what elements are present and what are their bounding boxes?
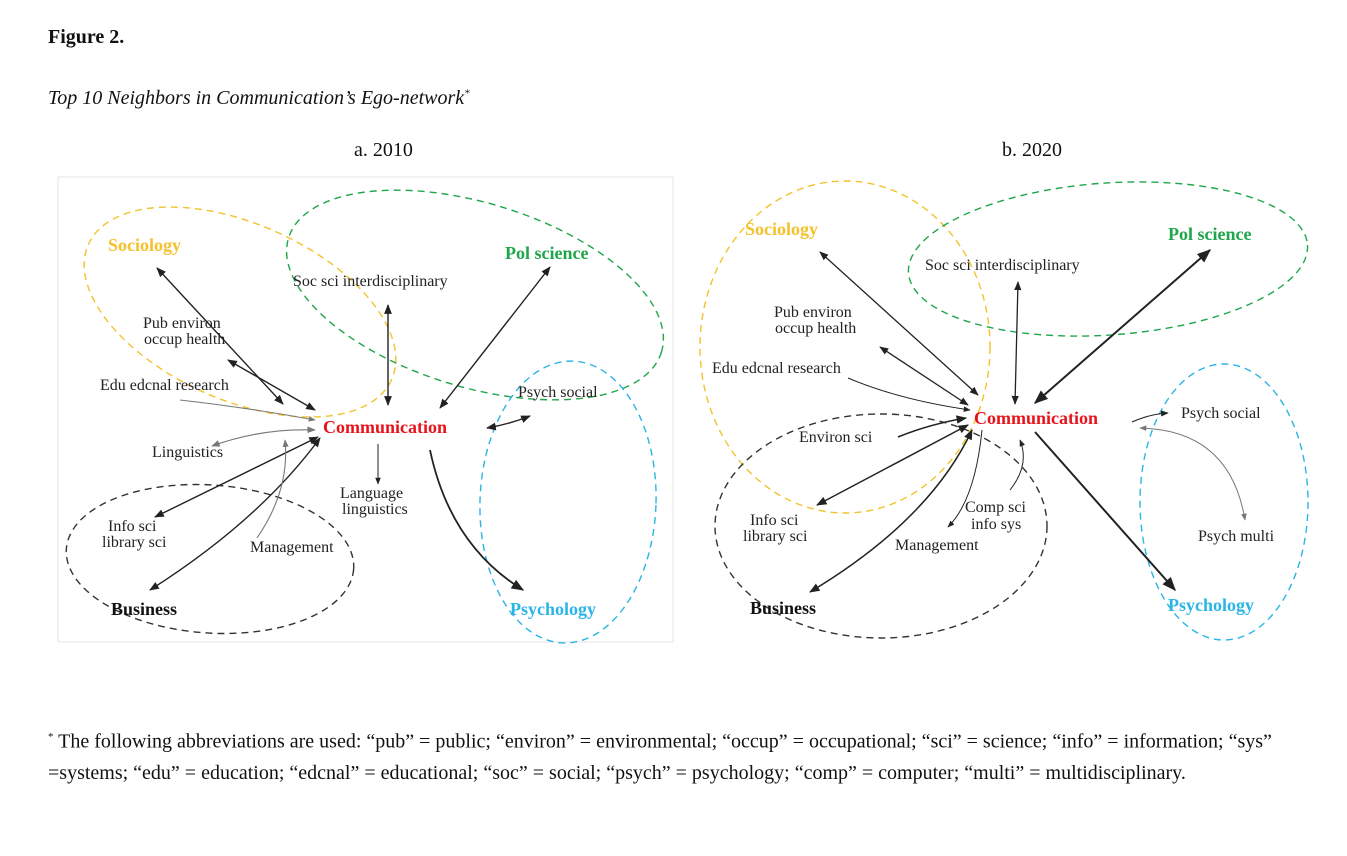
panel-b-title: b. 2020 [1002, 139, 1062, 161]
node-pub-environ-2020: Pub environ [774, 304, 852, 321]
ellipse-pol-science-2010 [285, 189, 665, 401]
ego-node-2020: Communication [974, 408, 1099, 428]
node-edu-2010: Edu edcnal research [100, 377, 229, 394]
edge-2020-psych-multi [1139, 425, 1247, 521]
edge-2010-pub-environ-occup-health [227, 359, 316, 411]
group-business-2010: Business [111, 599, 178, 619]
group-pol-science-2010: Pol science [505, 243, 589, 263]
edge-2020-soc-sci-interdisciplinary [1011, 281, 1022, 405]
node-environ-sci-2020: Environ sci [799, 429, 873, 446]
group-sociology-2020: Sociology [745, 219, 819, 239]
edge-2020-management [947, 429, 983, 528]
figure-label: Figure 2. [48, 26, 125, 48]
node-psych-social-2010: Psych social [518, 384, 598, 401]
edge-2010-pol-science [439, 266, 551, 409]
footnote-mark: * [464, 87, 470, 100]
edge-2020-comp-sci-info-sys [1009, 439, 1025, 491]
footnote-text: The following abbreviations are used: “p… [48, 730, 1272, 784]
node-management-2010: Management [250, 539, 334, 556]
group-sociology-2010: Sociology [108, 235, 182, 255]
group-psychology-2010: Psychology [510, 599, 597, 619]
edge-2010-psych-social [486, 415, 531, 431]
ellipse-psychology-2010 [479, 360, 657, 644]
node-language-linguistics-2010: linguistics [342, 501, 408, 518]
ellipse-pol-science-2020 [907, 181, 1309, 337]
node-management-2020: Management [895, 537, 979, 554]
edge-2010-psychology [429, 449, 525, 591]
group-psychology-2020: Psychology [1168, 595, 1255, 615]
group-business-2020: Business [750, 598, 817, 618]
edge-2020-environ-sci [897, 415, 968, 438]
node-soc-sci-2010: Soc sci interdisciplinary [293, 273, 448, 290]
panel-a-title: a. 2010 [354, 139, 413, 161]
node-pub-environ-2010: Pub environ [143, 315, 221, 332]
node-language-2010: Language [340, 485, 404, 502]
edge-2020-edu-edcnal-research [847, 377, 971, 412]
ellipse-sociology-2020 [699, 180, 991, 514]
edge-2010-management [256, 439, 289, 539]
group-pol-science-2020: Pol science [1168, 224, 1252, 244]
ellipse-sociology-2010 [83, 206, 397, 418]
edge-2020-psychology [1034, 431, 1176, 592]
footnote: * The following abbreviations are used: … [48, 722, 1308, 789]
edge-2010-business [149, 437, 321, 591]
edge-2020-pol-science [1033, 249, 1212, 404]
footnote-mark: * [48, 731, 54, 743]
figure-title-text: Top 10 Neighbors in Communication’s Ego-… [48, 87, 465, 109]
edge-2010-edu-edcnal-research [179, 399, 316, 422]
node-edu-2020: Edu edcnal research [712, 360, 841, 377]
figure-title: Top 10 Neighbors in Communication’s Ego-… [48, 87, 470, 110]
node-info-sci-2010: Info sci [108, 518, 157, 535]
node-info-sys-2020: info sys [971, 516, 1022, 533]
edge-2020-psych-social [1131, 410, 1169, 423]
ellipse-business-2020 [714, 413, 1048, 639]
node-psych-social-2020: Psych social [1181, 405, 1261, 422]
node-library-sci-2010: library sci [102, 534, 167, 551]
node-soc-sci-2020: Soc sci interdisciplinary [925, 257, 1080, 274]
node-psych-multi-2020: Psych multi [1198, 528, 1275, 545]
node-occup-health-2020: occup health [775, 320, 857, 337]
node-info-sci-2020: Info sci [750, 512, 799, 529]
edge-2020-pub-environ-occup-health [879, 346, 969, 406]
edge-2010-linguistics [211, 426, 316, 447]
ego-node-2010: Communication [323, 417, 448, 437]
panel-a-frame [57, 176, 674, 643]
node-comp-sci-2020: Comp sci [965, 499, 1026, 516]
node-occup-health-2010: occup health [144, 331, 226, 348]
ellipse-business-2010 [65, 483, 355, 635]
node-linguistics-2010: Linguistics [152, 444, 224, 461]
edge-2020-business [809, 429, 973, 593]
node-library-sci-2020: library sci [743, 528, 808, 545]
